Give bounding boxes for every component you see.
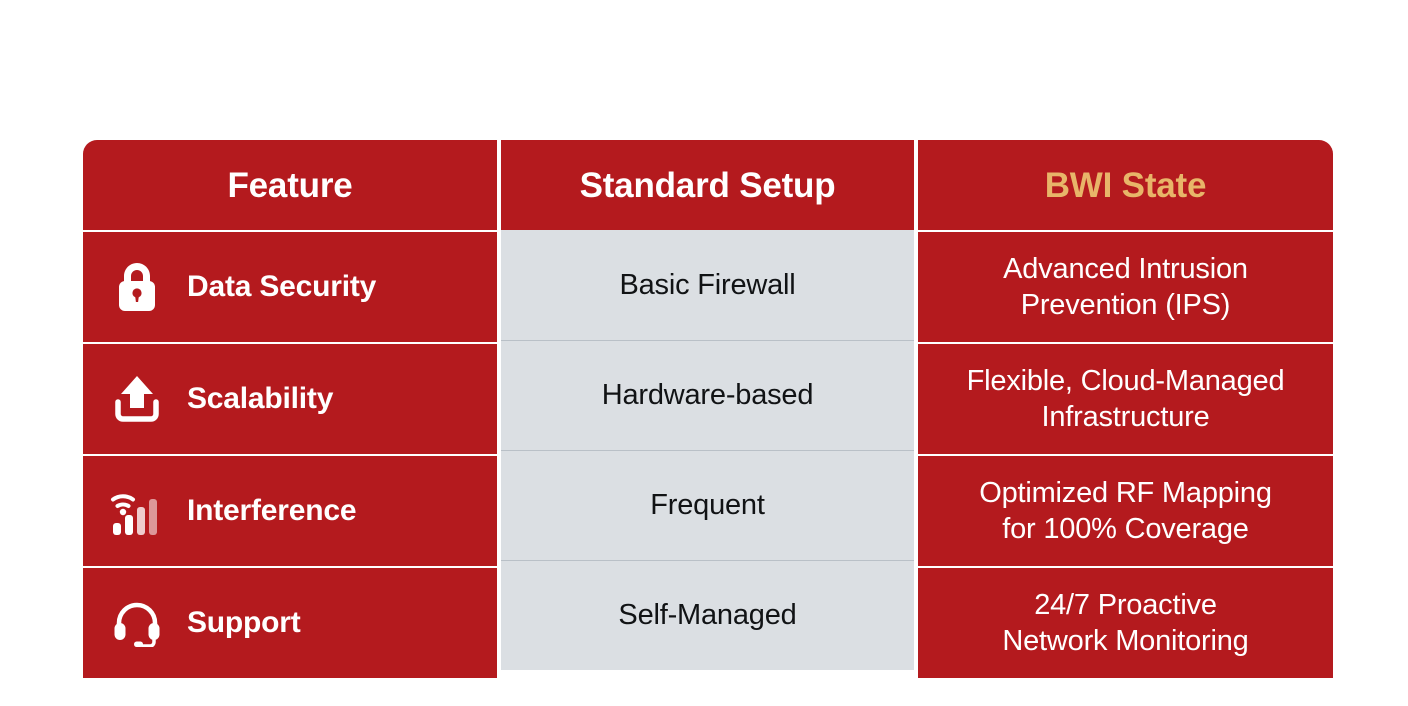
bwi-cell-support: 24/7 Proactive Network Monitoring	[918, 568, 1333, 678]
bwi-value: Flexible, Cloud-Managed Infrastructure	[966, 364, 1285, 433]
header-cell-bwi: BWI State	[918, 140, 1333, 230]
bwi-value: 24/7 Proactive Network Monitoring	[1002, 588, 1249, 657]
feature-label: Data Security	[187, 270, 377, 303]
standard-value: Basic Firewall	[619, 268, 796, 301]
standard-cell-support: Self-Managed	[501, 560, 914, 670]
bwi-cell-data-security: Advanced Intrusion Prevention (IPS)	[918, 232, 1333, 342]
column-feature: Feature Data Security	[83, 140, 497, 678]
standard-value: Hardware-based	[601, 379, 814, 412]
header-label-feature: Feature	[227, 165, 353, 205]
signal-bars-icon	[109, 481, 165, 541]
header-cell-feature: Feature	[83, 140, 497, 230]
standard-value: Frequent	[650, 489, 765, 522]
standard-cell-scalability: Hardware-based	[501, 340, 914, 450]
header-label-bwi: BWI State	[1044, 165, 1207, 205]
standard-value: Self-Managed	[618, 599, 797, 632]
headset-icon	[109, 593, 165, 653]
upload-icon	[109, 369, 165, 429]
feature-cell-data-security: Data Security	[83, 232, 497, 342]
bwi-cell-interference: Optimized RF Mapping for 100% Coverage	[918, 456, 1333, 566]
bwi-value: Optimized RF Mapping for 100% Coverage	[979, 476, 1272, 545]
bwi-value: Advanced Intrusion Prevention (IPS)	[1003, 252, 1248, 321]
feature-label: Interference	[187, 494, 357, 527]
header-label-standard: Standard Setup	[579, 165, 836, 205]
column-bwi-state: BWI State Advanced Intrusion Prevention …	[918, 140, 1333, 678]
feature-label: Support	[187, 606, 301, 639]
feature-cell-interference: Interference	[83, 456, 497, 566]
feature-comparison-table: Feature Data Security	[83, 140, 1333, 678]
feature-label: Scalability	[187, 382, 334, 415]
lock-icon	[109, 257, 165, 317]
feature-cell-support: Support	[83, 568, 497, 678]
header-cell-standard: Standard Setup	[501, 140, 914, 230]
column-standard-setup: Standard Setup Basic Firewall Hardware-b…	[501, 140, 914, 670]
feature-cell-scalability: Scalability	[83, 344, 497, 454]
bwi-cell-scalability: Flexible, Cloud-Managed Infrastructure	[918, 344, 1333, 454]
standard-cell-data-security: Basic Firewall	[501, 230, 914, 340]
standard-cell-interference: Frequent	[501, 450, 914, 560]
